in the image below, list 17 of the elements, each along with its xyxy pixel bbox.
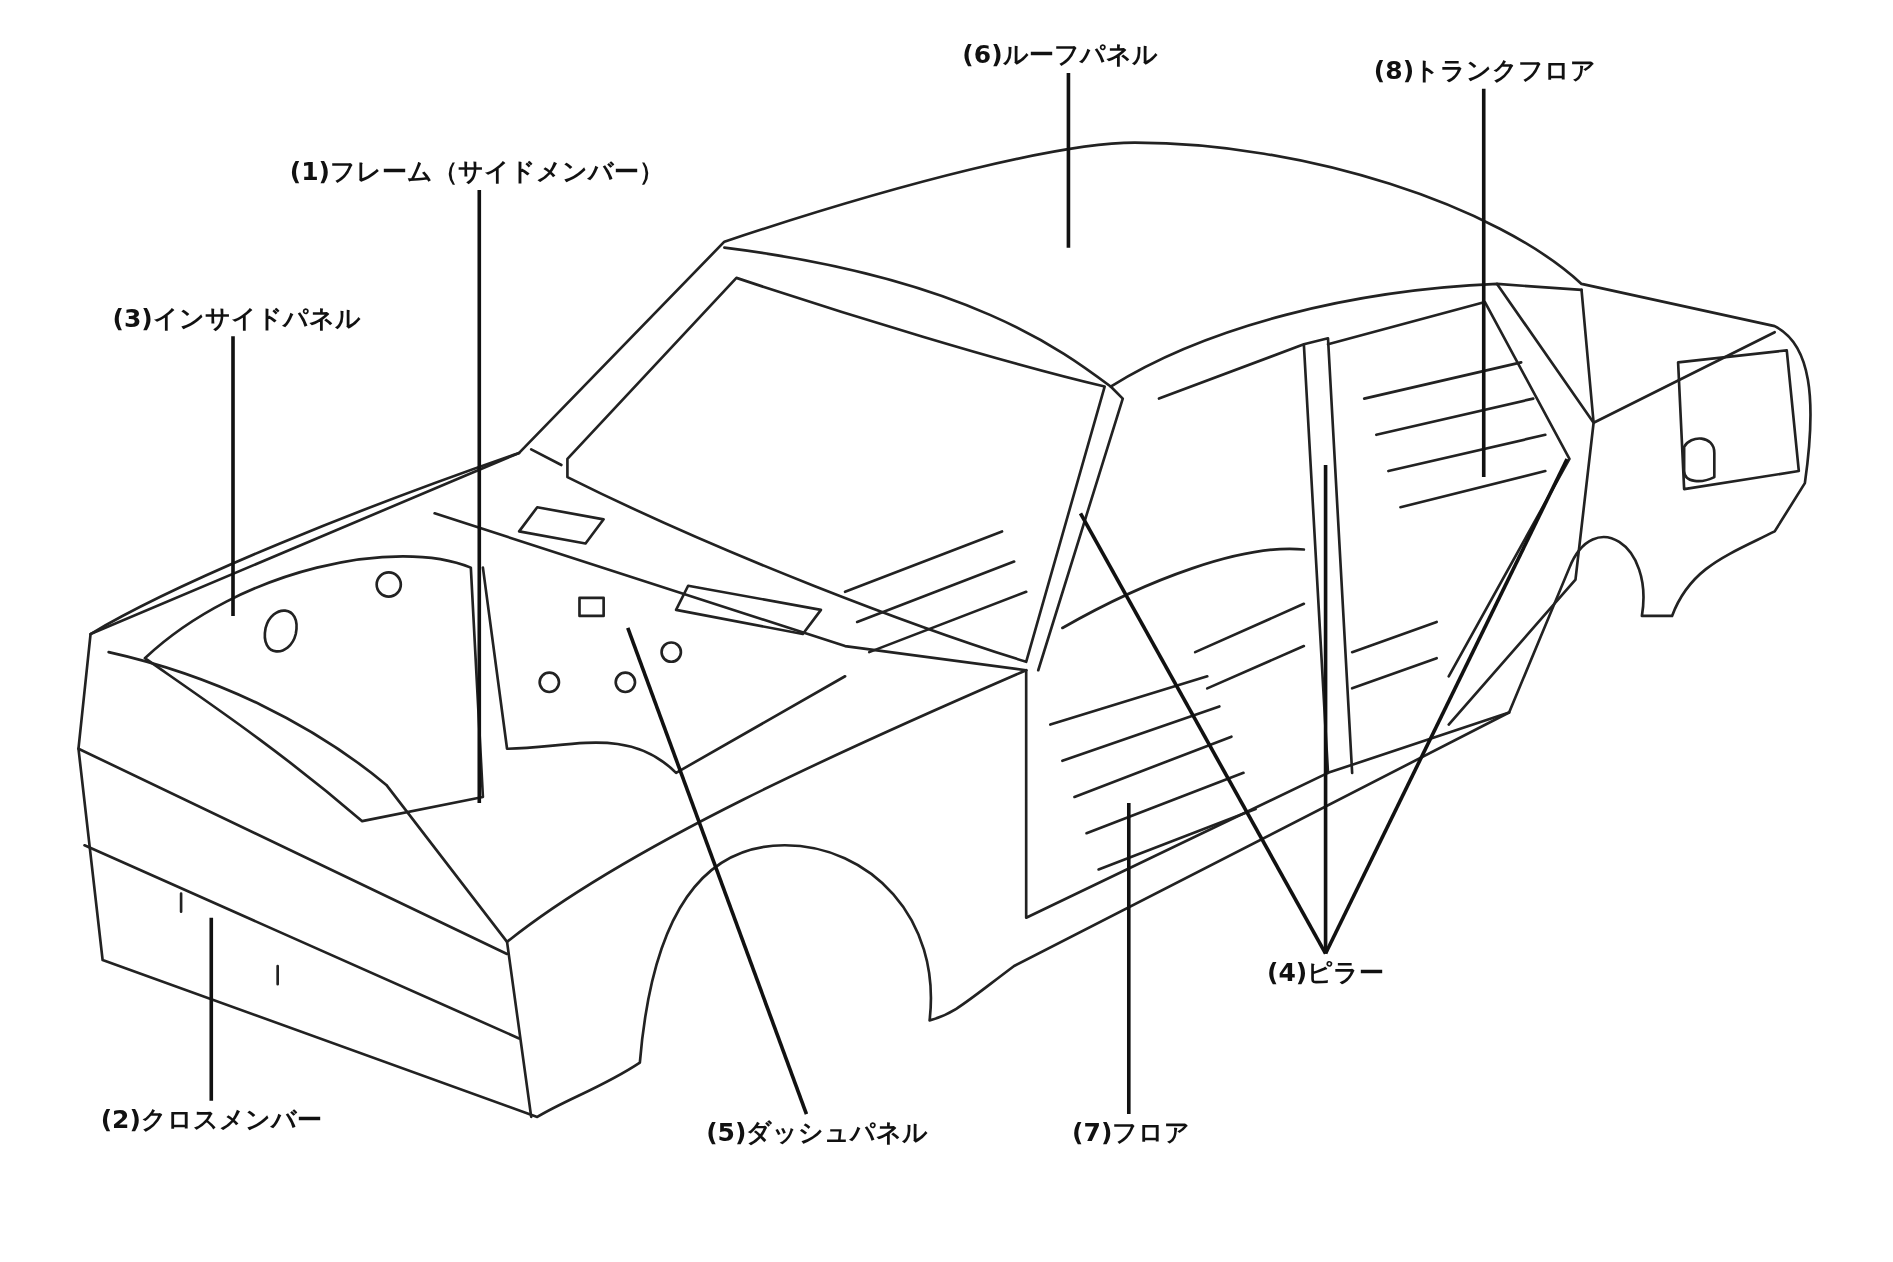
leader-line — [231, 336, 235, 616]
leader-line — [209, 917, 214, 1101]
leader-line — [1066, 73, 1071, 248]
part-label: (2)クロスメンバー — [96, 1100, 326, 1138]
part-label: (1)フレーム（サイドメンバー） — [285, 152, 668, 190]
leader-line — [1127, 803, 1131, 1115]
part-label: (6)ルーフパネル — [958, 35, 1162, 73]
leader-line — [477, 190, 482, 804]
leader-line — [1323, 465, 1328, 954]
part-label: (5)ダッシュパネル — [702, 1113, 933, 1151]
part-label: (7)フロア — [1068, 1113, 1195, 1151]
leader-line — [1323, 458, 1569, 955]
part-label: (4)ピラー — [1262, 953, 1389, 991]
leader-line — [626, 627, 809, 1115]
part-label: (8)トランクフロア — [1369, 51, 1601, 89]
leader-line — [1481, 88, 1486, 478]
part-label: (3)インサイドパネル — [108, 299, 365, 336]
